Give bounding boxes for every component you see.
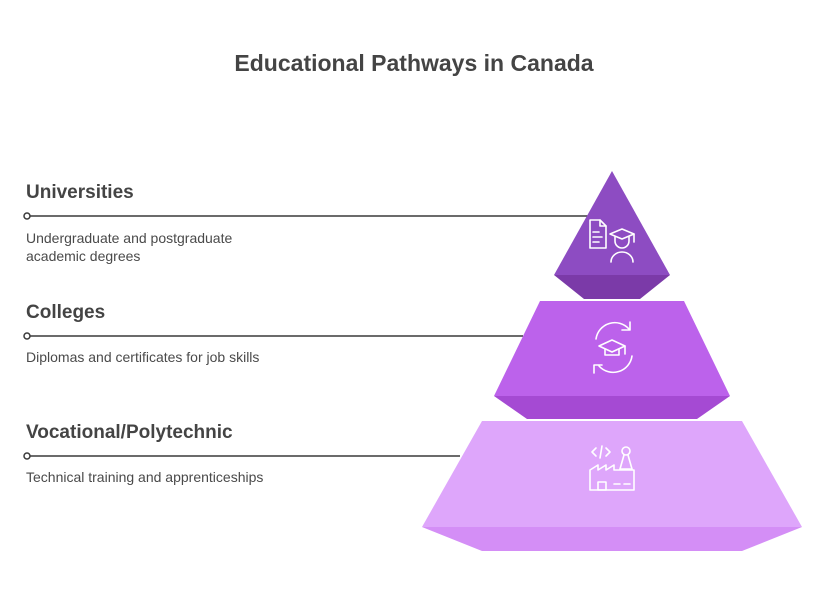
connector-dot-colleges (23, 332, 31, 340)
level-vocational-shape (422, 421, 802, 527)
level-universities-shape (554, 171, 670, 275)
level-universities-title: Universities (26, 182, 134, 203)
diagram-title: Educational Pathways in Canada (234, 50, 594, 76)
graduate-document-icon (589, 219, 635, 263)
level-vocational-base (422, 527, 802, 551)
level-universities-description: Undergraduate and postgraduate academic … (26, 230, 233, 264)
level-colleges-shape (494, 301, 730, 396)
level-colleges-title: Colleges (26, 302, 106, 323)
level-vocational-description: Technical training and apprenticeships (26, 469, 264, 485)
connector-lines (23, 212, 588, 460)
connector-dot-vocational (23, 452, 31, 460)
connector-dot-universities (23, 212, 31, 220)
level-vocational-title: Vocational/Polytechnic (26, 422, 233, 443)
graduation-cycle-icon (593, 321, 633, 374)
level-colleges-description: Diplomas and certificates for job skills (26, 349, 260, 365)
industrial-robot-factory-icon (589, 445, 635, 491)
level-universities-base (554, 275, 670, 299)
level-colleges-base (494, 396, 730, 419)
